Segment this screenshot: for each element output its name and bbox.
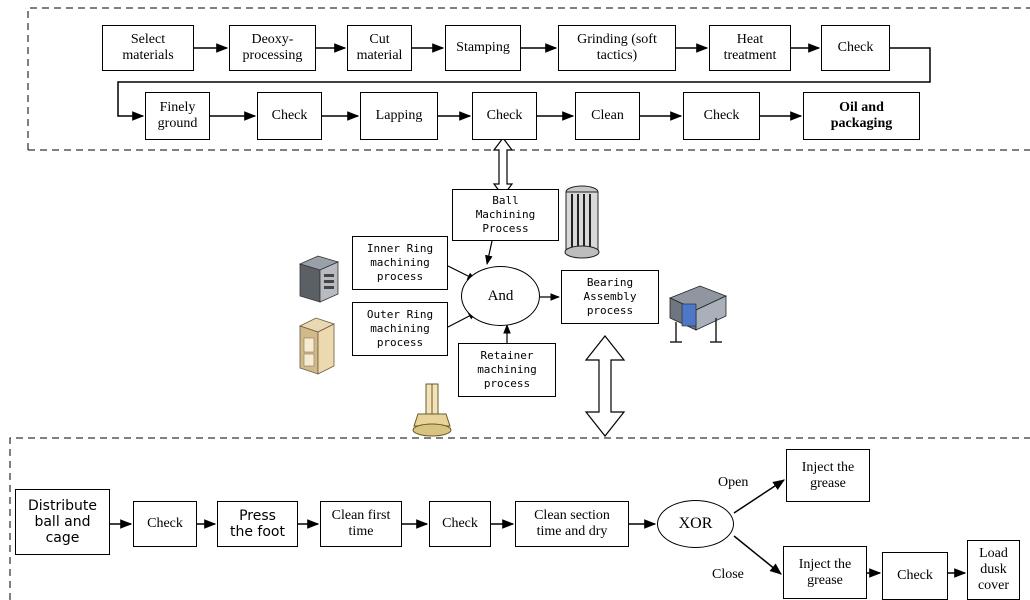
- and-gateway: And: [461, 266, 540, 326]
- inject-grease-box: Inject the grease: [786, 449, 870, 502]
- cabinet-icon: [298, 317, 336, 375]
- process-box: Select materials: [102, 25, 194, 71]
- process-box: Deoxy- processing: [229, 25, 316, 71]
- process-box: Grinding (soft tactics): [558, 25, 676, 71]
- process-box: Cut material: [347, 25, 412, 71]
- check-box: Check: [133, 501, 197, 547]
- bottom-dashed-frame: [9, 437, 1030, 600]
- plotter-icon: [668, 285, 728, 343]
- check-box: Check: [257, 92, 322, 140]
- inject-grease-box: Inject the grease: [783, 546, 867, 599]
- outer-ring-box: Outer Ring machining process: [352, 302, 448, 356]
- bottom-double-arrow: [584, 335, 626, 437]
- bearing-assembly-box: Bearing Assembly process: [561, 270, 659, 324]
- xor-gateway: XOR: [657, 500, 734, 548]
- bottom-row-arrows: [110, 479, 967, 578]
- retainer-box: Retainer machining process: [458, 343, 556, 397]
- column-icon: [564, 185, 600, 259]
- inner-ring-box: Inner Ring machining process: [352, 236, 448, 290]
- check-box: Check: [429, 501, 491, 547]
- check-box: Check: [472, 92, 537, 140]
- check-box: Check: [683, 92, 760, 140]
- check-box: Check: [821, 25, 890, 71]
- server-tower-icon: [298, 255, 340, 303]
- top-double-arrow: [492, 137, 514, 197]
- top-row1-arrows: [117, 43, 931, 121]
- press-foot-box: Press the foot: [217, 501, 298, 547]
- process-box: Clean: [575, 92, 640, 140]
- spindle-icon: [412, 383, 452, 437]
- process-box: Oil and packaging: [803, 92, 920, 140]
- top-dashed-frame: [27, 7, 1030, 150]
- distribute-box: Distribute ball and cage: [15, 489, 110, 555]
- close-label: Close: [712, 567, 744, 582]
- ball-machining-box: Ball Machining Process: [452, 189, 559, 241]
- process-box: Heat treatment: [709, 25, 791, 71]
- process-box: Finely ground: [145, 92, 210, 140]
- process-box: Stamping: [445, 25, 521, 71]
- clean-first-box: Clean first time: [320, 501, 402, 547]
- clean-section-box: Clean section time and dry: [515, 501, 629, 547]
- check-box: Check: [882, 552, 948, 600]
- process-box: Lapping: [360, 92, 438, 140]
- open-label: Open: [718, 475, 749, 490]
- load-dust-cover-box: Load dusk cover: [967, 540, 1020, 600]
